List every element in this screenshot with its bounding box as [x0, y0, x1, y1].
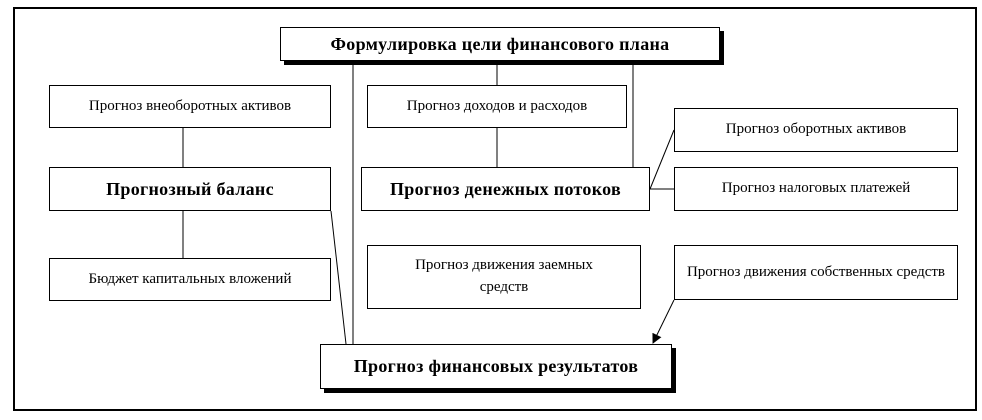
node-forecast-balance: Прогнозный баланс: [49, 167, 331, 211]
outer-frame: [13, 7, 977, 411]
node-noncurrent-assets: Прогноз внеоборотных активов: [49, 85, 331, 128]
connector-balance-results: [330, 210, 347, 345]
node-borrowed-funds: Прогноз движения заемных средств: [367, 245, 641, 309]
node-capex-budget: Бюджет капитальных вложений: [49, 258, 331, 301]
node-financial-results: Прогноз финансовых результатов: [320, 344, 672, 389]
node-income-expenses: Прогноз доходов и расходов: [367, 85, 627, 128]
node-cash-flows: Прогноз денежных потоков: [361, 167, 650, 211]
title-box: Формулировка цели финансового плана: [280, 27, 720, 61]
arrow-ownfunds-results: [652, 299, 675, 344]
connector-current-cashflow: [649, 129, 675, 190]
node-own-funds: Прогноз движения собственных средств: [674, 245, 958, 300]
node-tax-payments: Прогноз налоговых платежей: [674, 167, 958, 211]
node-current-assets: Прогноз оборотных активов: [674, 108, 958, 152]
